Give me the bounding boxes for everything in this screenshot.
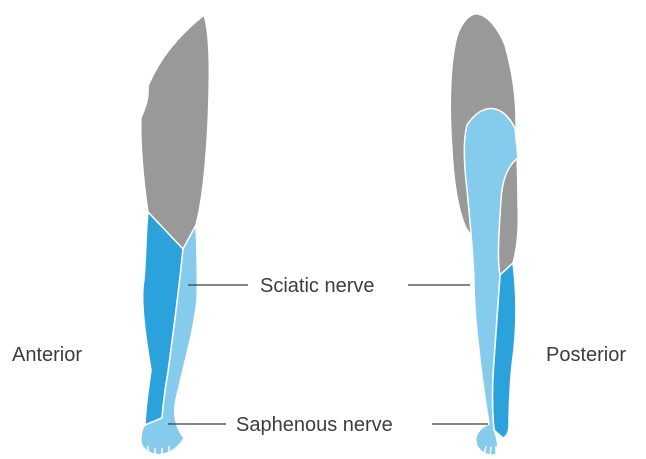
sciatic-nerve-label: Sciatic nerve bbox=[260, 275, 375, 297]
anterior-label: Anterior bbox=[12, 344, 82, 366]
posterior-label: Posterior bbox=[546, 344, 626, 366]
anterior-leg bbox=[141, 15, 210, 458]
saphenous-nerve-label: Saphenous nerve bbox=[236, 414, 393, 436]
posterior-leg bbox=[450, 14, 518, 456]
anterior-thigh-region bbox=[141, 15, 210, 249]
